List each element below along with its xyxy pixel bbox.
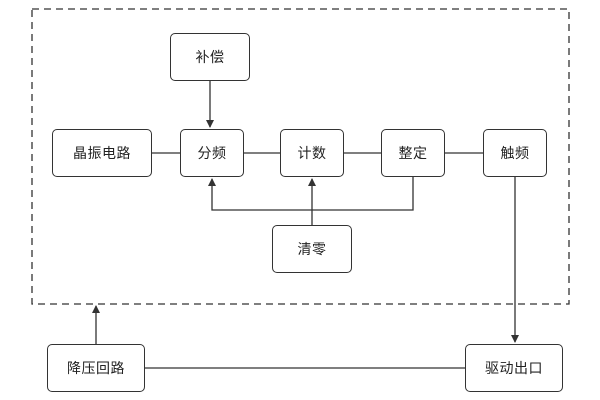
node-frequency-divider: 分频 bbox=[180, 129, 244, 177]
node-label: 整定 bbox=[398, 146, 428, 162]
node-label: 计数 bbox=[297, 146, 327, 162]
node-trigger: 触频 bbox=[483, 129, 547, 177]
node-label: 补偿 bbox=[195, 50, 225, 66]
node-compensation: 补偿 bbox=[170, 33, 250, 81]
node-shaper: 整定 bbox=[381, 129, 445, 177]
node-label: 降压回路 bbox=[67, 361, 125, 377]
node-label: 驱动出口 bbox=[485, 361, 543, 377]
dashed-boundary bbox=[31, 8, 570, 305]
node-step-down-circuit: 降压回路 bbox=[47, 344, 145, 392]
node-label: 触频 bbox=[500, 146, 530, 162]
node-driver-output: 驱动出口 bbox=[465, 344, 563, 392]
node-label: 分频 bbox=[197, 146, 227, 162]
node-label: 晶振电路 bbox=[73, 146, 131, 162]
node-crystal-oscillator: 晶振电路 bbox=[52, 129, 152, 177]
node-clear: 清零 bbox=[272, 225, 352, 273]
node-label: 清零 bbox=[297, 242, 327, 258]
node-counter: 计数 bbox=[280, 129, 344, 177]
